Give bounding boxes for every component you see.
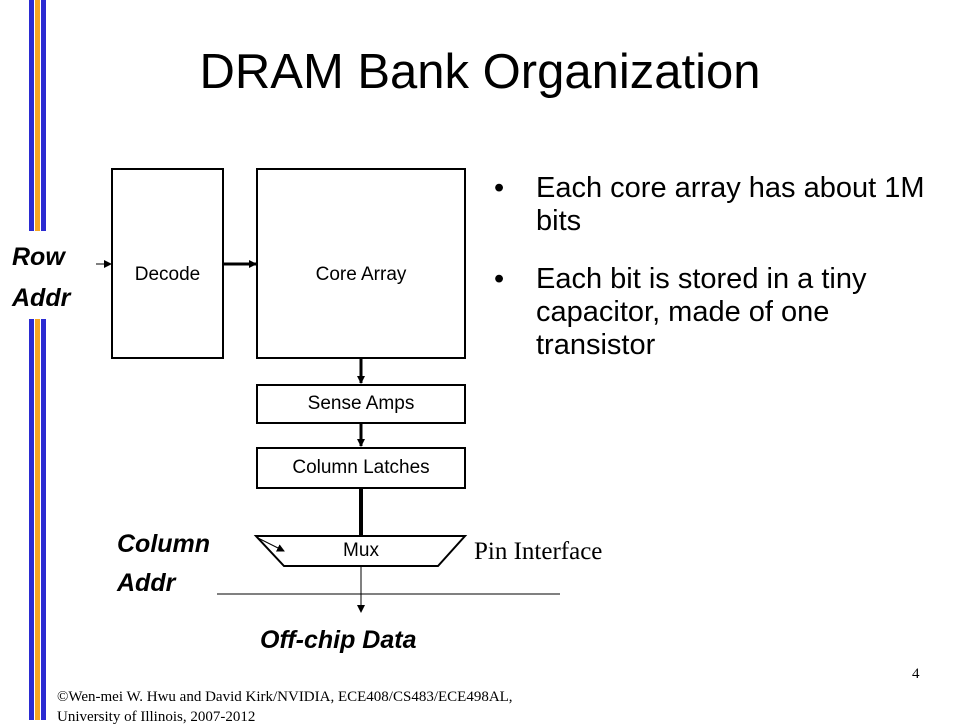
row-addr-label-line2: Addr [12, 284, 71, 312]
off-chip-data-label: Off-chip Data [260, 626, 417, 654]
bullet-list: • Each core array has about 1M bits • Ea… [494, 172, 934, 387]
mux-shape [253, 535, 468, 567]
bullet-text: Each core array has about 1M bits [536, 172, 925, 237]
bullet-item: • Each bit is stored in a tiny capacitor… [494, 263, 934, 362]
copyright-footer: ©Wen-mei W. Hwu and David Kirk/NVIDIA, E… [57, 687, 617, 727]
page-number: 4 [912, 666, 920, 682]
slide-title: DRAM Bank Organization [199, 45, 761, 99]
left-accent-bar-blue-inner [41, 0, 46, 720]
column-addr-label-line1: Column [117, 530, 211, 558]
sense-amps-label: Sense Amps [307, 393, 415, 414]
column-latches-block: Column Latches [256, 447, 466, 489]
column-latches-label: Column Latches [292, 457, 430, 478]
left-accent-bar-orange [35, 0, 40, 720]
decode-block: Decode [111, 168, 224, 359]
pin-interface-label: Pin Interface [474, 538, 603, 565]
bullet-text: Each bit is stored in a tiny capacitor, … [536, 263, 867, 361]
bullet-mark: • [494, 172, 505, 204]
bullet-mark: • [494, 263, 505, 295]
accent-bar-gap [26, 231, 50, 319]
bullet-item: • Each core array has about 1M bits [494, 172, 934, 238]
row-addr-label-line1: Row [12, 243, 65, 271]
left-accent-bar-blue [29, 0, 34, 720]
core-array-label: Core Array [315, 263, 407, 285]
column-addr-label-line2: Addr [117, 569, 176, 597]
mux-label: Mux [343, 540, 379, 561]
core-array-block: Core Array [256, 168, 466, 359]
sense-amps-block: Sense Amps [256, 384, 466, 424]
footer-line-2: University of Illinois, 2007-2012 [57, 709, 256, 725]
column-addr-arrow [257, 537, 285, 552]
footer-line-1: ©Wen-mei W. Hwu and David Kirk/NVIDIA, E… [57, 689, 513, 705]
decode-label: Decode [134, 263, 201, 285]
